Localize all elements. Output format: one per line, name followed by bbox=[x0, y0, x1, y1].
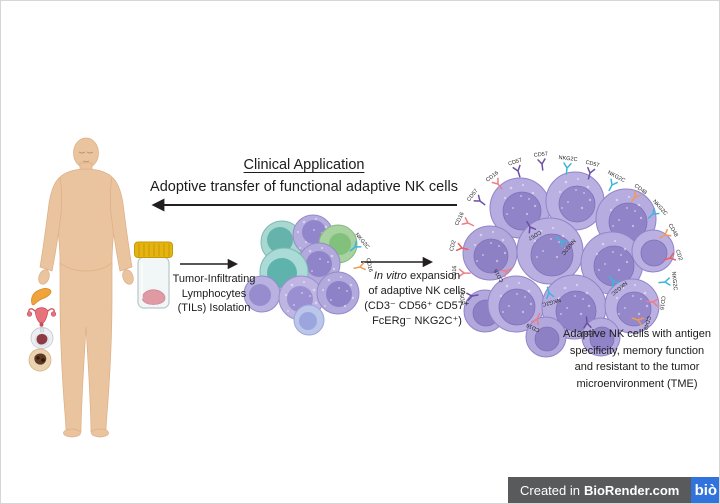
receptor-cd57: CD57 bbox=[459, 290, 480, 305]
receptor-cd16: CD16 bbox=[452, 266, 471, 280]
invitro-expansion-label: In vitro expansion of adaptive NK cells … bbox=[353, 269, 481, 329]
invitro-expansion-line: of adaptive NK cells bbox=[368, 285, 466, 297]
adaptive-nk-caption-line: Adaptive NK cells with antigen bbox=[563, 328, 711, 340]
human-right-arm bbox=[109, 176, 133, 272]
invitro-italic: In vitro bbox=[373, 270, 407, 282]
receptor-label: CD16 bbox=[454, 211, 466, 226]
receptor-label: CD57 bbox=[508, 157, 523, 167]
tils-isolation-line: Tumor-Infiltrating bbox=[172, 273, 256, 285]
human-left-arm bbox=[39, 176, 63, 272]
adaptive-nk-caption: Adaptive NK cells with antigen specifici… bbox=[551, 326, 719, 392]
invitro-expansion-line: (CD3⁻ CD56⁺ CD57⁺ bbox=[364, 300, 470, 312]
clinical-application-heading: Clinical Application bbox=[243, 157, 365, 173]
receptor-label: NKG2C bbox=[558, 155, 578, 163]
receptor-cd48: CD48 bbox=[630, 314, 652, 330]
jar-specimen bbox=[141, 289, 166, 305]
tumor-organs bbox=[26, 288, 57, 372]
tils-isolation-label: Tumor-Infiltrating Lymphocytes (TILs) Is… bbox=[158, 272, 270, 316]
receptor-cd16: CD16 bbox=[526, 311, 544, 333]
receptor-nkg2c: NKG2C bbox=[657, 271, 678, 291]
receptor-label: NKG2C bbox=[606, 170, 626, 184]
adaptive-nk-caption-line: microenvironment (TME) bbox=[576, 377, 698, 390]
bladder-tumor-icon bbox=[30, 327, 54, 349]
human-left-hand bbox=[38, 269, 50, 285]
receptor-cd2: CD2 bbox=[449, 240, 470, 254]
melanoma-icon bbox=[28, 348, 52, 372]
receptor-label: CD57 bbox=[459, 290, 467, 305]
human-left-foot bbox=[63, 428, 81, 438]
receptor-cd16: CD16 bbox=[454, 211, 476, 230]
invitro-expansion-line: In vitro expansion bbox=[353, 269, 481, 284]
receptor-nkg2c: NKG2C bbox=[558, 155, 578, 176]
arrows bbox=[151, 198, 457, 270]
receptor-cd57: CD57 bbox=[508, 157, 524, 179]
receptor-label: CD16 bbox=[658, 296, 665, 311]
receptor-cd57: CD57 bbox=[581, 315, 596, 336]
specimen-jar bbox=[134, 241, 173, 309]
expansion-rest: expansion bbox=[406, 270, 461, 282]
receptor-label: CD16 bbox=[526, 321, 541, 332]
adoptive-transfer-subtitle: Adoptive transfer of functional adaptive… bbox=[150, 179, 458, 195]
receptor-cd16: CD16 bbox=[352, 258, 373, 273]
tils-isolation-line: Lymphocytes bbox=[181, 287, 247, 300]
invitro-expansion-line: FcERg⁻ NKG2C⁺) bbox=[372, 315, 462, 327]
receptor-label: CD16 bbox=[364, 258, 373, 273]
receptor-label: CD57 bbox=[581, 328, 596, 335]
human-figure bbox=[38, 137, 134, 438]
human-right-hand bbox=[122, 269, 134, 285]
biorender-brand: BioRender.com bbox=[583, 482, 680, 498]
receptor-label: CD2 bbox=[674, 249, 683, 261]
human-torso bbox=[56, 168, 116, 275]
created-in-text: Created in bbox=[520, 482, 580, 498]
receptor-cd57: CD57 bbox=[584, 160, 600, 181]
receptor-label: NKG2C bbox=[670, 271, 678, 291]
adaptive-nk-caption-line: and resistant to the tumor bbox=[574, 361, 700, 373]
receptor-label: NKG2C bbox=[541, 296, 561, 307]
receptor-label: CD16 bbox=[452, 266, 458, 280]
receptor-label: CD48 bbox=[642, 315, 652, 330]
human-legs bbox=[59, 262, 113, 433]
receptor-nkg2c: NKG2C bbox=[541, 285, 561, 307]
receptor-cd2: CD2 bbox=[662, 249, 683, 264]
pancreas-icon bbox=[31, 288, 52, 306]
human-face bbox=[78, 151, 94, 163]
receptor-label: CD57 bbox=[534, 151, 549, 159]
adaptive-nk-cluster: CD16 CD57 CD57 NKG2C CD57 NKG2C CD48 NKG… bbox=[449, 151, 683, 358]
tils-isolation-line: (TILs) Isolation bbox=[177, 302, 251, 314]
receptor-label: CD57 bbox=[585, 160, 600, 169]
uterus-icon bbox=[26, 307, 57, 327]
adaptive-nk-caption-line: specificity, memory function bbox=[569, 344, 705, 357]
biorender-logo: biò bbox=[691, 477, 719, 503]
receptor-cd16: CD16 bbox=[645, 296, 666, 311]
receptor-label: CD2 bbox=[449, 240, 457, 252]
receptor-cd57: CD57 bbox=[534, 151, 549, 172]
tils-cell-cluster: NKG2C CD16 bbox=[243, 214, 373, 336]
human-right-foot bbox=[91, 428, 109, 438]
